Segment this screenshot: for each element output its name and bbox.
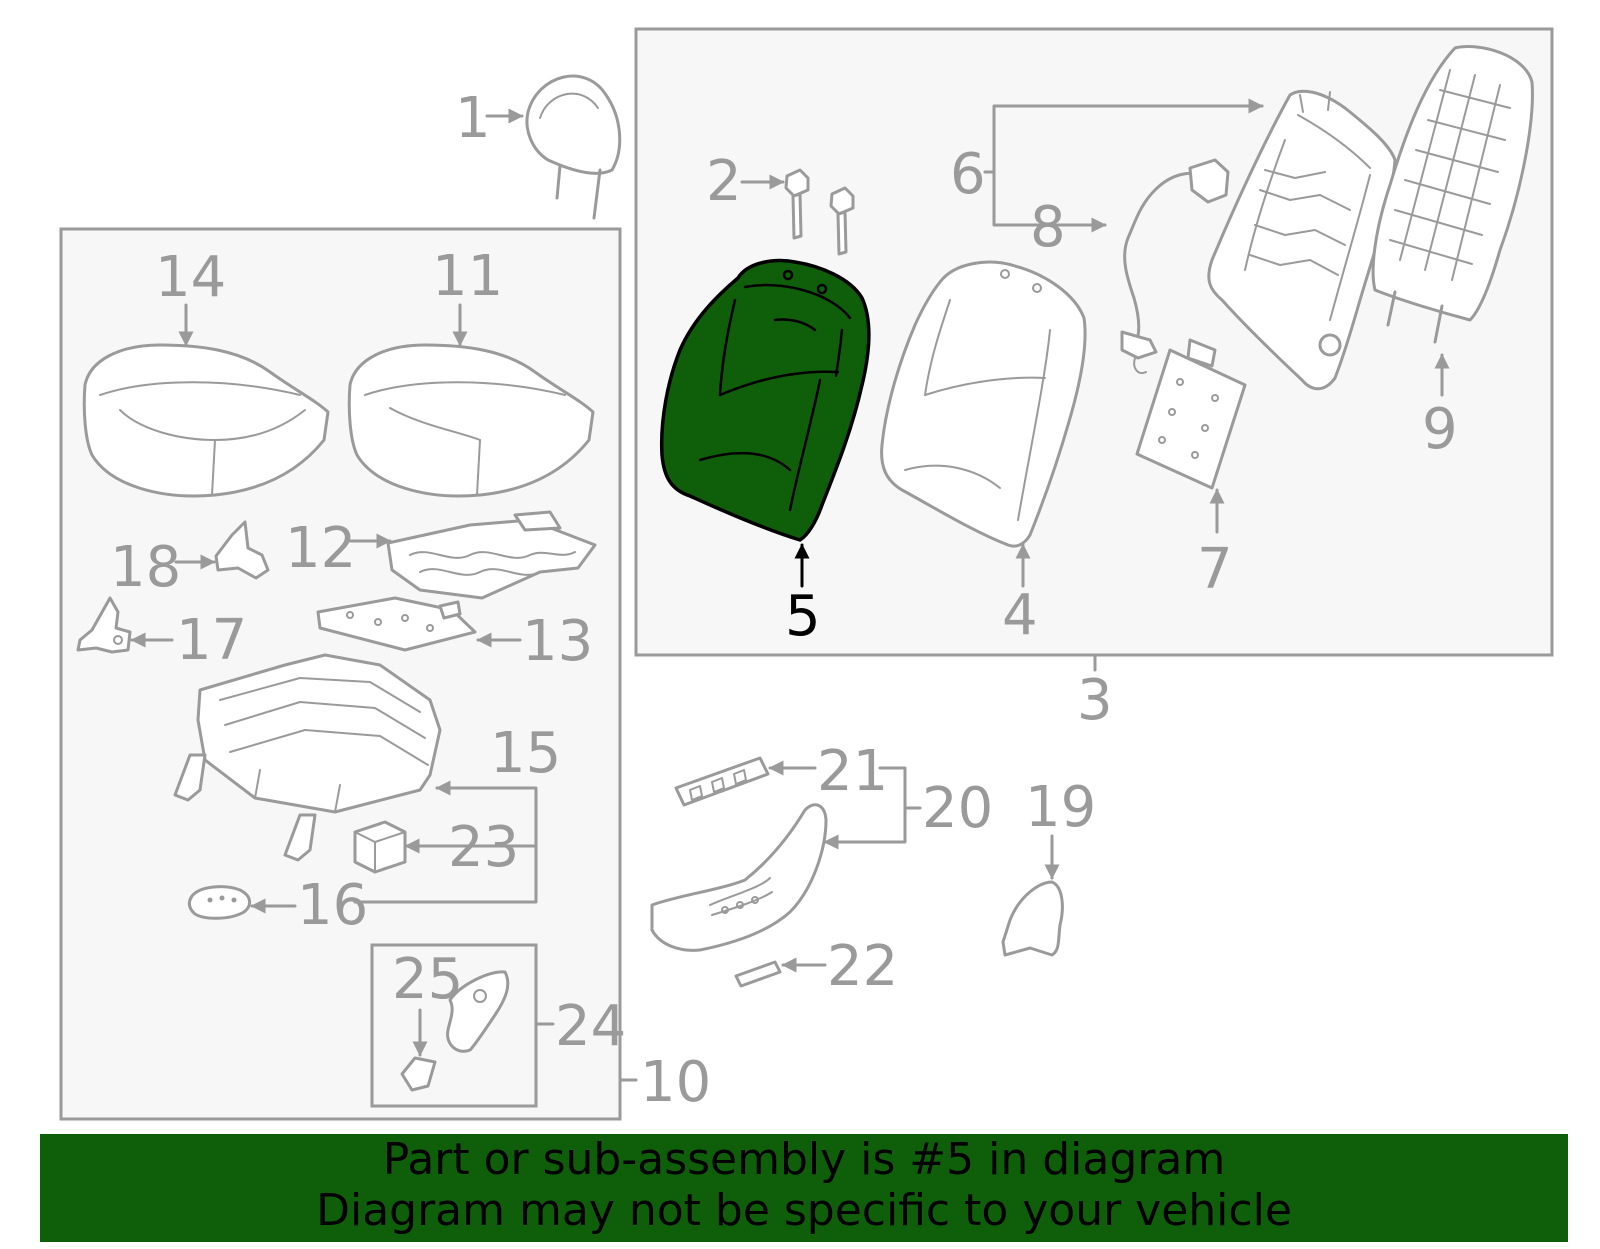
cushion-plate-part[interactable] [316,596,477,652]
seat-cushion-pad-part[interactable] [347,343,595,498]
seatback-cover-part-highlighted[interactable] [659,258,871,542]
cushion-heater-part[interactable] [386,510,597,600]
callout-11: 11 [432,244,503,309]
callout-17: 17 [176,608,247,673]
callout-18: 18 [110,535,181,600]
wiring-harness-part[interactable] [1120,158,1230,374]
bracket-17-part[interactable] [76,596,132,654]
callout-23: 23 [448,815,519,880]
callout-16: 16 [297,873,368,938]
seat-track-frame-part[interactable] [173,653,442,862]
callout-14: 14 [155,245,226,310]
callout-1: 1 [455,86,491,151]
callout-25: 25 [392,947,463,1012]
back-panel-part[interactable] [1371,45,1534,344]
callout-9: 9 [1422,397,1458,462]
callout-12: 12 [285,516,356,581]
guide-pins-part[interactable] [784,168,855,256]
switch-module-23-part[interactable] [353,820,407,874]
bracket-24-part[interactable] [446,970,510,1053]
side-trim-cover-part[interactable] [650,803,828,952]
banner-line-1: Part or sub-assembly is #5 in diagram [382,1134,1226,1185]
callout-3: 3 [1077,668,1113,733]
seatback-frame-part[interactable] [1207,89,1397,391]
seat-cushion-cover-part[interactable] [82,343,330,498]
callout-24: 24 [555,994,626,1059]
callout-10: 10 [640,1050,711,1115]
callout-7: 7 [1197,537,1233,602]
info-banner: Part or sub-assembly is #5 in diagram Di… [40,1134,1568,1242]
bracket-18-part[interactable] [214,520,270,580]
callout-19: 19 [1025,775,1096,840]
callout-2: 2 [706,149,742,214]
callout-22: 22 [827,934,898,999]
callout-5: 5 [785,584,821,649]
callout-6: 6 [950,142,986,207]
callout-15: 15 [490,721,561,786]
callout-21: 21 [817,739,888,804]
switch-panel-21-part[interactable] [674,756,770,807]
callout-4: 4 [1002,583,1038,648]
knob-16-part[interactable] [187,885,251,920]
callout-labels: 1 2 3 4 5 6 7 8 9 10 11 12 13 14 15 16 1… [110,86,1458,1115]
callout-8: 8 [1030,195,1066,260]
banner-line-2: Diagram may not be specific to your vehi… [316,1185,1292,1236]
small-switch-22-part[interactable] [734,960,782,988]
lumbar-plate-part[interactable] [1135,338,1247,490]
seatback-pad-part[interactable] [880,260,1087,548]
callout-20: 20 [922,776,993,841]
leader-lines [130,98,1450,1082]
trim-piece-19-part[interactable] [1001,880,1064,957]
callout-13: 13 [522,609,593,674]
headrest-part[interactable] [525,74,622,220]
bracket-25-part[interactable] [400,1056,437,1092]
